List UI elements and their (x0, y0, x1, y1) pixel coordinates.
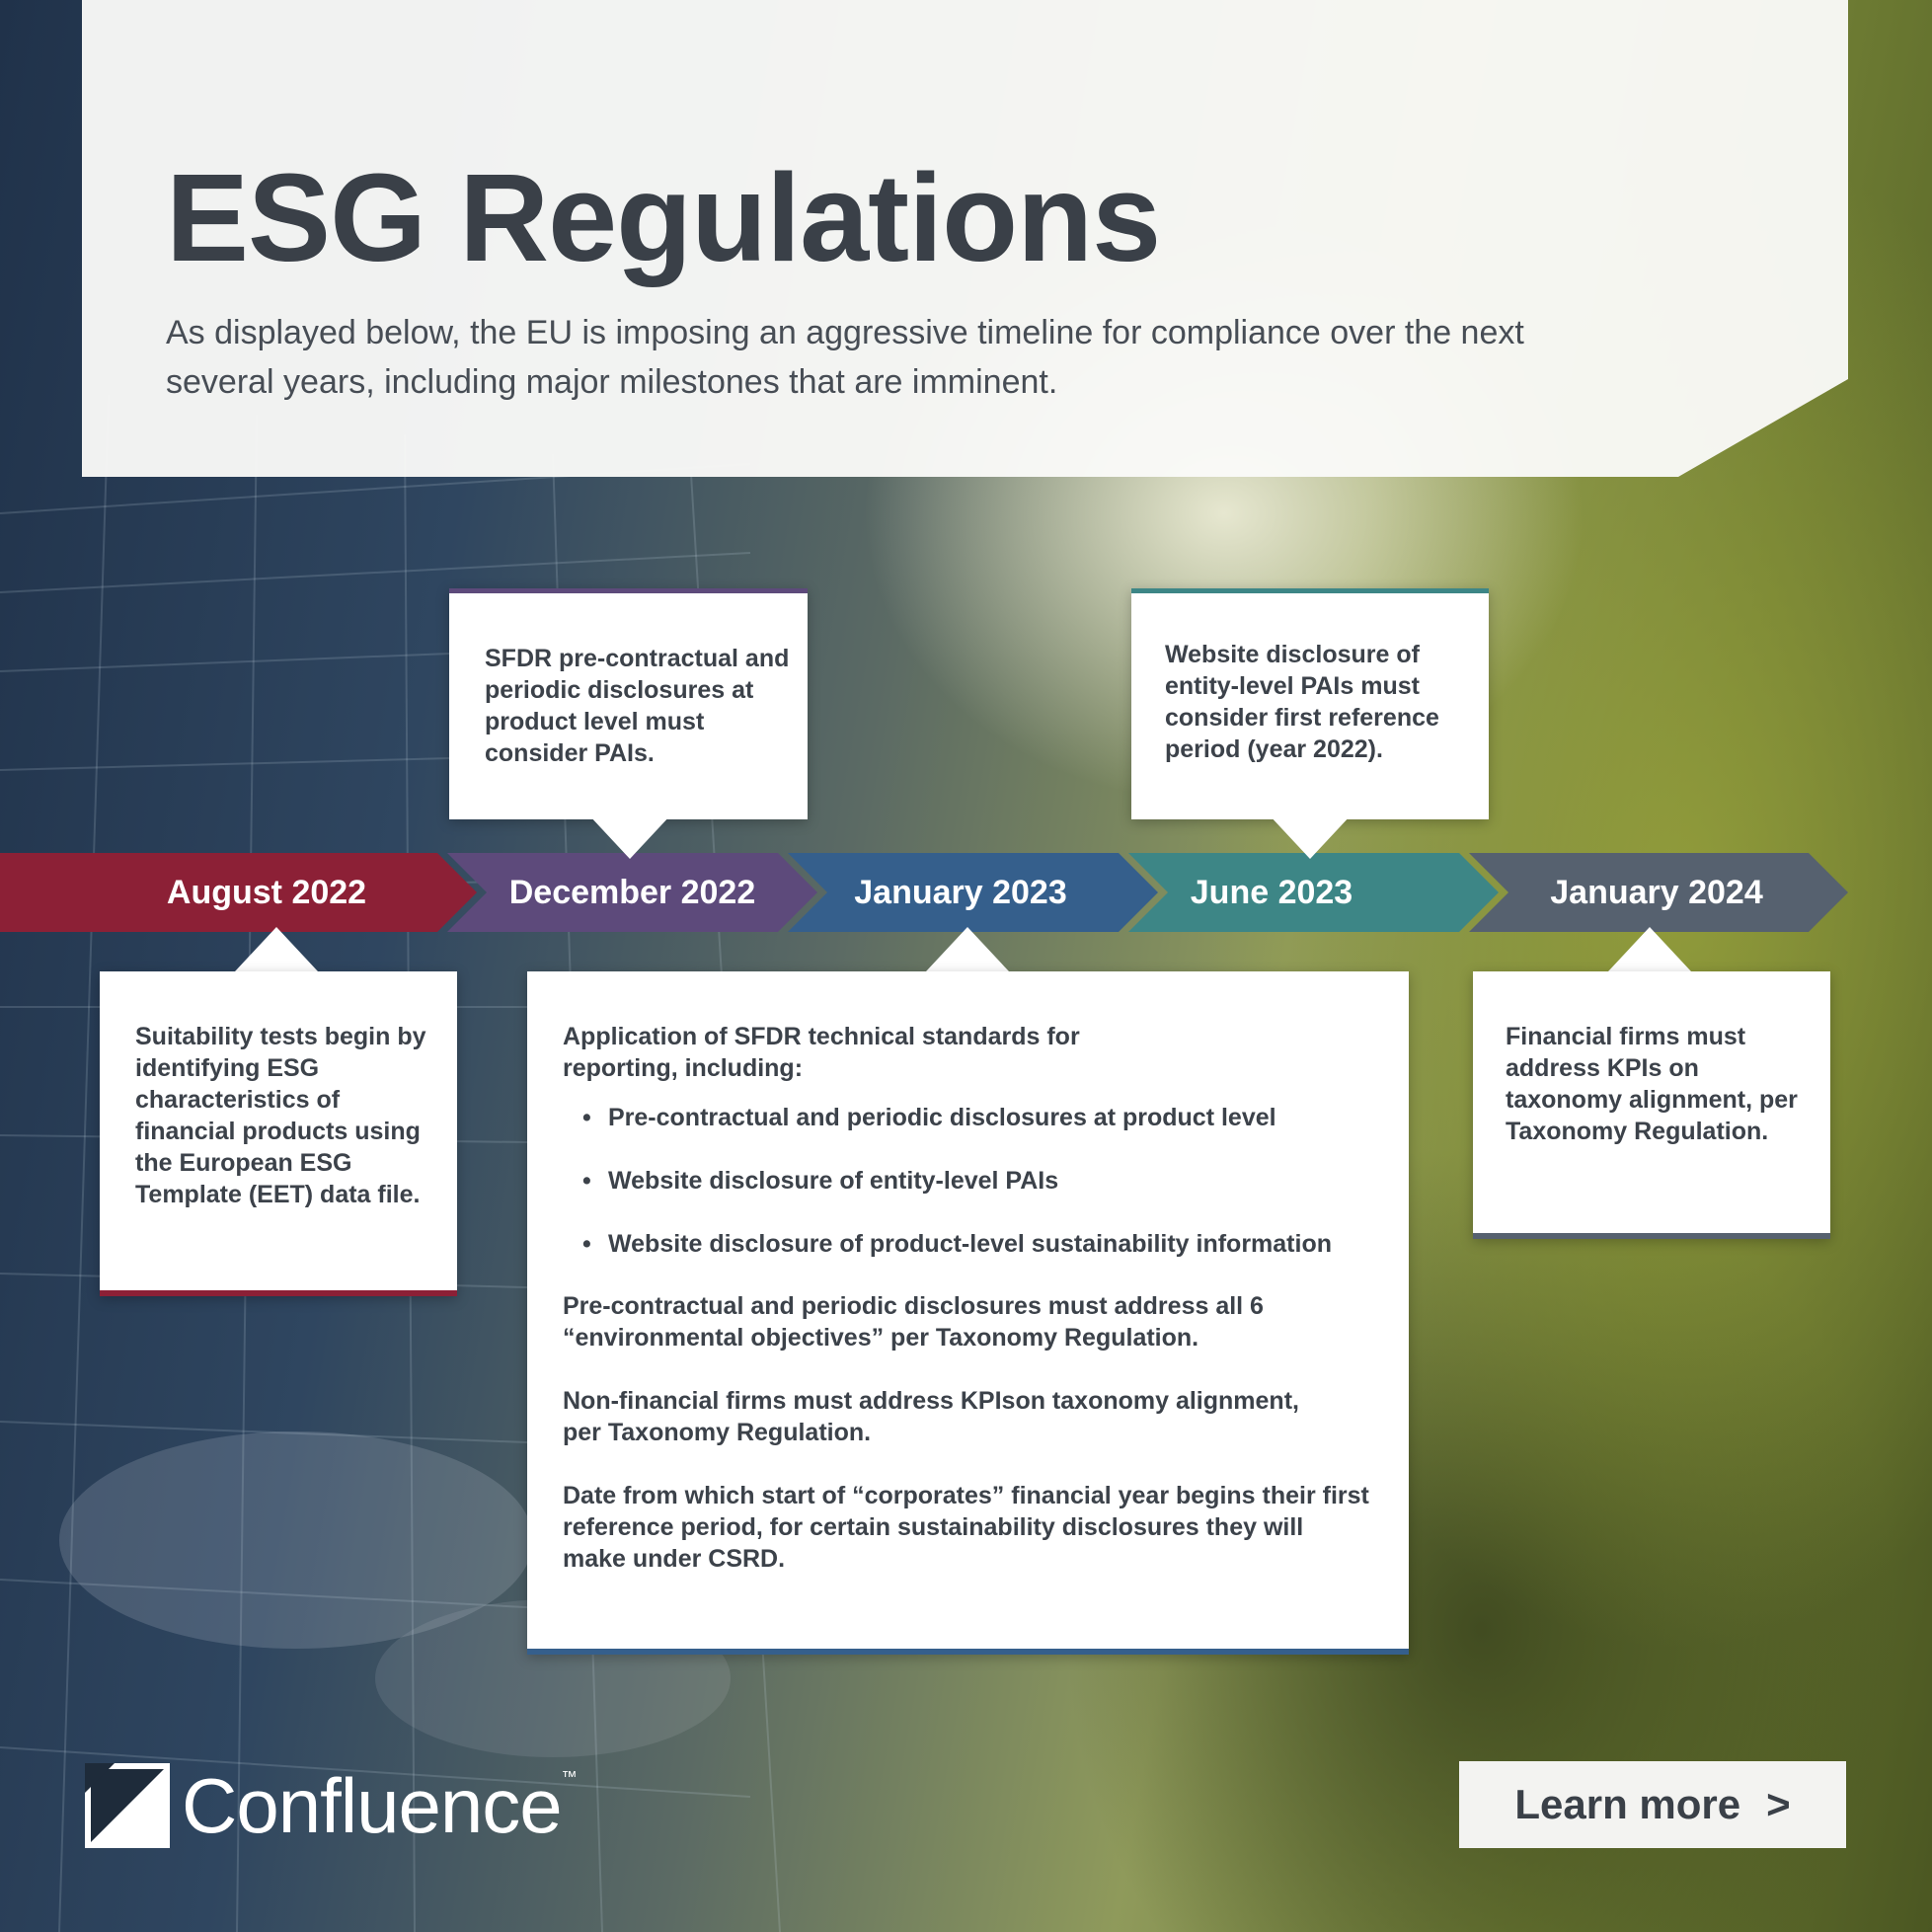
card-jun-2023: Website disclosure of entity-level PAIs … (1131, 588, 1489, 819)
card-aug-2022-text: Suitability tests begin by identifying E… (135, 1023, 426, 1208)
card-jan-2024-pointer (1608, 927, 1691, 971)
list-item: Pre-contractual and periodic disclosures… (563, 1102, 1382, 1133)
learn-more-label: Learn more (1514, 1781, 1741, 1827)
timeline-label-aug-2022: August 2022 (166, 873, 367, 911)
card-jun-2023-text: Website disclosure of entity-level PAIs … (1165, 641, 1439, 763)
arrow-shape-jan-2023 (788, 853, 1158, 932)
card-jan-2023: Application of SFDR technical standards … (527, 971, 1409, 1655)
arrow-shape-jan-2024 (1469, 853, 1848, 932)
timeline-label-jan-2023: January 2023 (854, 873, 1067, 911)
chevron-right-icon: > (1766, 1781, 1791, 1827)
card-jan-2023-bullets: Pre-contractual and periodic disclosures… (563, 1102, 1382, 1260)
list-item: Website disclosure of product-level sust… (563, 1228, 1382, 1260)
card-aug-2022-pointer (235, 927, 318, 971)
card-jan-2023-pointer (926, 927, 1009, 971)
timeline-label-dec-2022: December 2022 (508, 873, 756, 911)
card-jan-2023-intro: Application of SFDR technical standards … (563, 1023, 1080, 1082)
confluence-logo-icon (85, 1763, 170, 1848)
timeline-label-jun-2023: June 2023 (1190, 873, 1353, 911)
card-dec-2022-pointer (588, 814, 671, 859)
arrow-shape-jun-2023 (1128, 853, 1499, 932)
confluence-logo: Confluence ™ (85, 1763, 578, 1848)
page-title: ESG Regulations (166, 148, 1161, 287)
card-jan-2023-para-1: Pre-contractual and periodic disclosures… (563, 1292, 1264, 1352)
header-panel (82, 0, 1848, 477)
list-item: Website disclosure of entity-level PAIs (563, 1165, 1382, 1197)
card-jan-2023-para-3: Date from which start of “corporates” fi… (563, 1482, 1369, 1573)
card-jan-2024: Financial firms must address KPIs on tax… (1473, 971, 1830, 1239)
card-jan-2023-para-2: Non-financial firms must address KPIson … (563, 1387, 1299, 1446)
trademark-symbol: ™ (561, 1769, 578, 1786)
arrow-shape-dec-2022 (447, 853, 817, 932)
card-dec-2022-text: SFDR pre-contractual and periodic disclo… (485, 645, 790, 767)
page-subtitle: As displayed below, the EU is imposing a… (166, 314, 1524, 401)
card-jan-2024-text: Financial firms must address KPIs on tax… (1506, 1023, 1798, 1145)
card-aug-2022: Suitability tests begin by identifying E… (100, 971, 457, 1296)
arrow-shape-aug-2022 (0, 853, 477, 932)
card-dec-2022: SFDR pre-contractual and periodic disclo… (449, 588, 808, 819)
card-jun-2023-pointer (1269, 814, 1352, 859)
confluence-logo-text: Confluence (182, 1762, 563, 1849)
timeline-label-jan-2024: January 2024 (1550, 873, 1763, 911)
learn-more-button[interactable]: Learn more > (1459, 1761, 1846, 1848)
